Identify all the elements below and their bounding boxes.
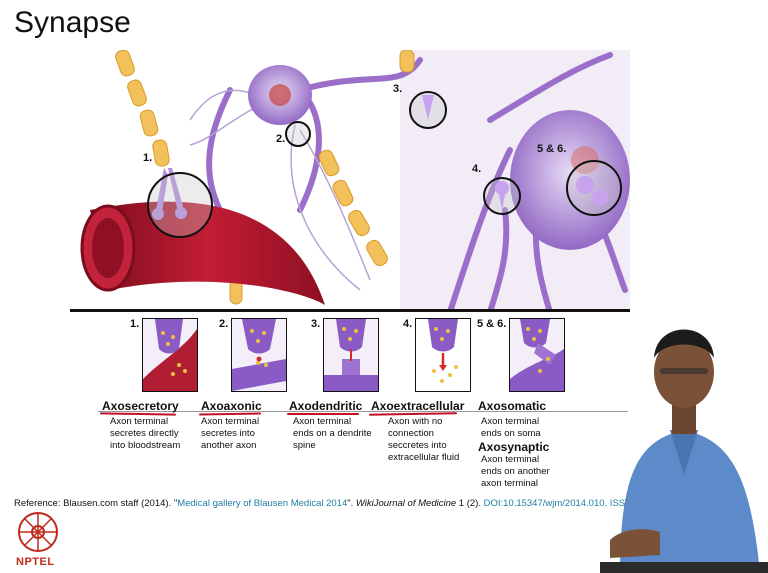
label-axosynaptic: Axosynaptic <box>478 440 549 454</box>
reference-mid: ". <box>347 498 356 509</box>
reference-title-link[interactable]: Medical gallery of Blausen Medical 2014 <box>177 498 347 509</box>
label-axosecretory: Axosecretory <box>102 399 179 413</box>
desc-axoextracellular: Axon with no connection seccretes into e… <box>388 416 459 464</box>
desc-axoaxonic: Axon terminal secretes into another axon <box>201 416 259 452</box>
desc-axosecretory: Axon terminal secretes directly into blo… <box>110 416 180 452</box>
panel-number-3: 3. <box>311 318 320 330</box>
synapse-illustration <box>70 50 630 312</box>
illus-number-3: 3. <box>393 83 402 95</box>
panel-image-axodendritic <box>323 318 379 392</box>
presenter-video <box>600 300 768 573</box>
nptel-logo-text: NPTEL <box>16 556 55 568</box>
illus-number-4: 4. <box>472 163 481 175</box>
illus-number-5-6: 5 & 6. <box>537 143 566 155</box>
panel-number-2: 2. <box>219 318 228 330</box>
panel-image-axoaxonic <box>231 318 287 392</box>
slide-title: Synapse <box>14 6 131 40</box>
panel-number-1: 1. <box>130 318 139 330</box>
label-axodendritic: Axodendritic <box>289 399 362 413</box>
panel-image-axosomatic <box>509 318 565 392</box>
panel-number-5-6: 5 & 6. <box>477 318 506 330</box>
desc-axosomatic: Axon terminal ends on soma <box>481 416 541 440</box>
illus-number-2: 2. <box>276 133 285 145</box>
reference-journal: WikiJournal of Medicine <box>356 498 456 509</box>
desc-axodendritic: Axon terminal ends on a dendrite spine <box>293 416 372 452</box>
annotation-underline-axodendritic <box>287 413 359 415</box>
reference-citation: Reference: Blausen.com staff (2014). "Me… <box>14 498 680 509</box>
label-axoaxonic: Axoaxonic <box>201 399 262 413</box>
illustration-baseline <box>70 309 630 312</box>
panel-image-axoextracellular <box>415 318 471 392</box>
label-axoextracellular: Axoextracellular <box>371 399 464 413</box>
panel-number-4: 4. <box>403 318 412 330</box>
desc-axosynaptic: Axon terminal ends on another axon termi… <box>481 454 550 490</box>
reference-volume: 1 (2). <box>456 498 483 509</box>
illus-number-1: 1. <box>143 152 152 164</box>
label-axosomatic: Axosomatic <box>478 399 546 413</box>
panel-image-axosecretory <box>142 318 198 392</box>
